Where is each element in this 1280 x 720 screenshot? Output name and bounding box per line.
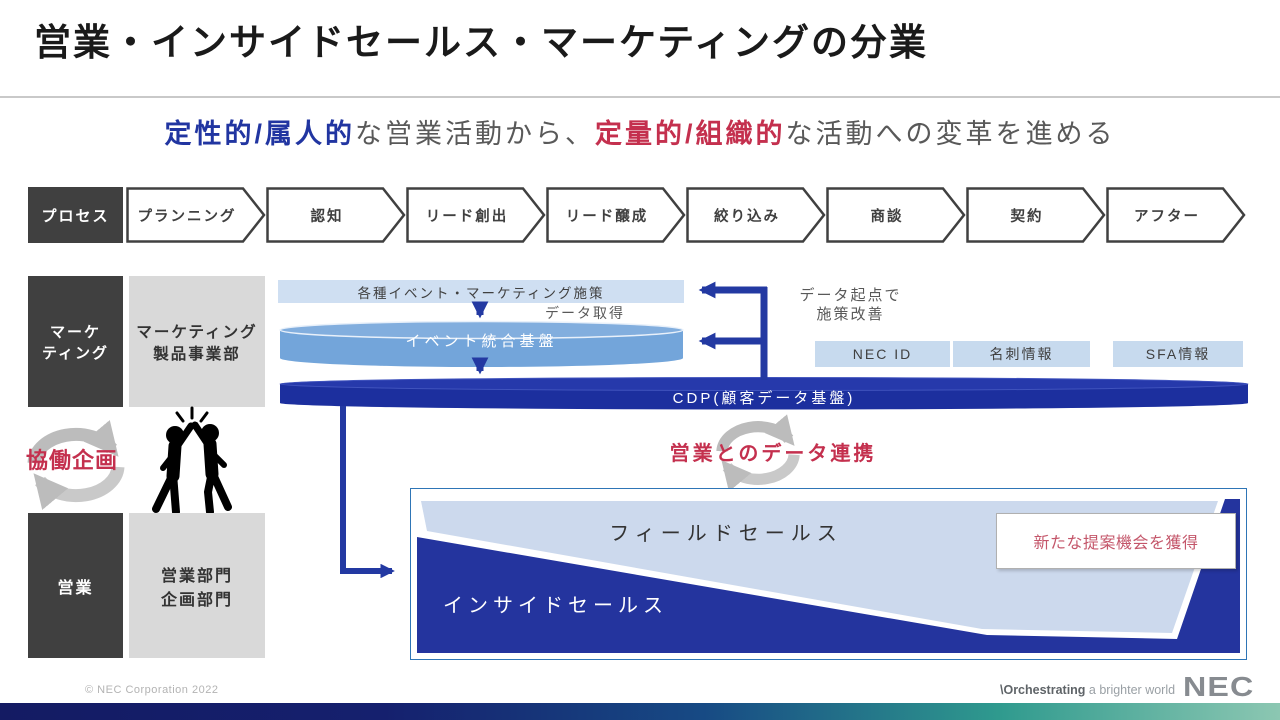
bottom-gradient-bar <box>0 703 1280 720</box>
page-title: 営業・インサイドセールス・マーケティングの分業 <box>34 22 929 63</box>
event-platform-cylinder <box>279 320 684 367</box>
lane-sales-dept: 営業部門 企画部門 <box>129 513 265 658</box>
source-business-card: 名刺情報 <box>953 341 1090 367</box>
process-step-awareness: 認知 <box>266 187 406 243</box>
campaign-box: 各種イベント・マーケティング施策 <box>278 280 684 303</box>
cycle-arrows-icon <box>27 420 125 510</box>
cdp-label: CDP(顧客データ基盤) <box>672 390 856 407</box>
subtitle-qualitative: 定性的/属人的 <box>164 119 355 149</box>
lane-marketing-dept: マーケティング 製品事業部 <box>129 276 265 407</box>
source-sfa: SFA情報 <box>1113 341 1243 367</box>
improve-note: データ起点で 施策改善 <box>799 287 902 323</box>
sales-funnel: フィールドセールス インサイドセールス 新たな提案機会を獲得 <box>410 488 1247 660</box>
process-step-qualify: 絞り込み <box>686 187 826 243</box>
opportunity-callout: 新たな提案機会を獲得 <box>996 513 1236 569</box>
subtitle-mid: な営業活動から、 <box>355 119 595 149</box>
process-step-planning: プランニング <box>126 187 266 243</box>
lane-sales: 営業 <box>28 513 123 658</box>
lane-marketing: マーケ ティング <box>28 276 123 407</box>
inside-sales-label: インサイドセールス <box>443 595 668 617</box>
field-sales-label: フィールドセールス <box>609 523 843 545</box>
sales-linkage-label: 営業とのデータ連携 <box>669 443 877 465</box>
data-capture-label: データ取得 <box>545 305 625 321</box>
chevron-step-shape <box>126 187 266 243</box>
title-divider <box>0 96 1280 98</box>
chevron-step-shape <box>826 187 966 243</box>
subtitle: 定性的/属人的な営業活動から、定量的/組織的な活動への変革を進める <box>0 112 1280 151</box>
cycle-arrows-icon <box>716 414 800 492</box>
chevron-step-shape <box>546 187 686 243</box>
process-step-negotiation: 商談 <box>826 187 966 243</box>
inside-sales-area <box>417 499 1240 653</box>
event-platform-label: イベント統合基盤 <box>405 333 558 350</box>
chevron-step-shape <box>406 187 546 243</box>
chevron-step-shape <box>686 187 826 243</box>
copyright: © NEC Corporation 2022 <box>85 684 219 696</box>
process-header: プロセス <box>28 187 123 243</box>
subtitle-tail: な活動への変革を進める <box>785 119 1116 149</box>
subtitle-quantitative: 定量的/組織的 <box>595 119 786 149</box>
source-nec-id: NEC ID <box>815 341 950 367</box>
brand-tagline: \Orchestrating a brighter world <box>1000 683 1176 697</box>
chevron-step-shape <box>266 187 406 243</box>
process-step-lead-gen: リード創出 <box>406 187 546 243</box>
process-step-contract: 契約 <box>966 187 1106 243</box>
process-step-lead-nurture: リード醸成 <box>546 187 686 243</box>
chevron-step-shape <box>1106 187 1246 243</box>
process-flow: プランニング 認知 リード創出 リード醸成 絞り込み 商談 契約 アフター <box>126 187 1246 243</box>
chevron-step-shape <box>966 187 1106 243</box>
process-step-after: アフター <box>1106 187 1246 243</box>
nec-logo: NEC <box>1183 671 1255 702</box>
cdp-cylinder <box>279 377 1249 410</box>
high-five-icon <box>152 406 232 516</box>
collab-plan-label: 協働企画 <box>25 448 118 473</box>
